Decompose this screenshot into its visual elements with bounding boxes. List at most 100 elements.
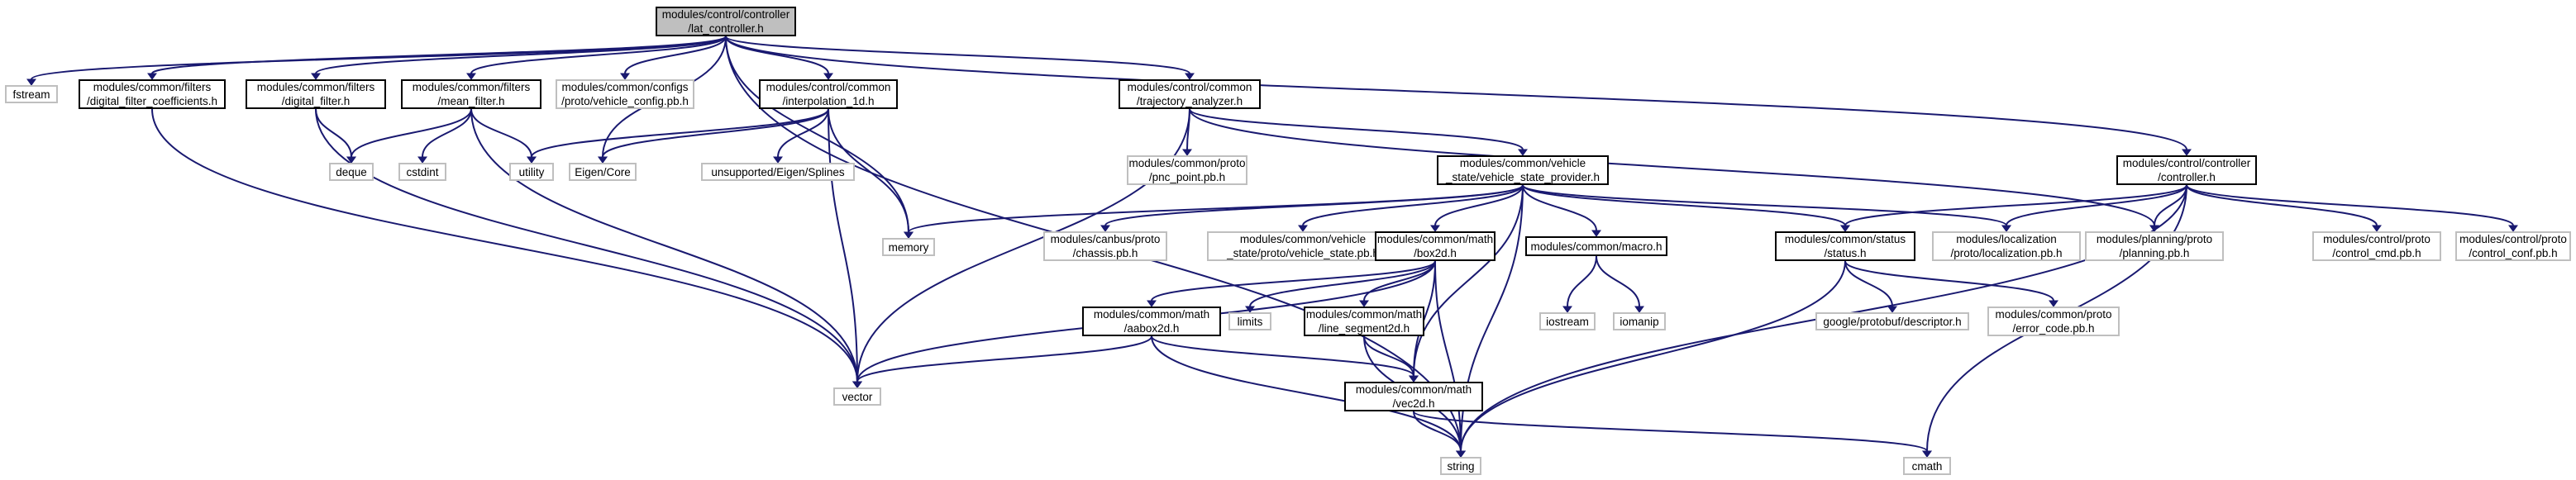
edge-arrowhead — [1922, 450, 1932, 458]
node-chassis-pb[interactable]: modules/canbus/proto/chassis.pb.h — [1043, 231, 1167, 261]
edge-arrowhead — [2001, 225, 2011, 232]
node-lat-controller[interactable]: modules/control/controller/lat_controlle… — [656, 7, 796, 36]
edge-lat_controller-to-mean_filter — [470, 36, 727, 74]
edge-box2d-to-string — [1434, 260, 1462, 452]
node-control-conf-pb[interactable]: modules/control/proto/control_conf.pb.h — [2455, 231, 2571, 261]
node-aabox2d[interactable]: modules/common/math/aabox2d.h — [1082, 307, 1221, 336]
node-planning-pb[interactable]: modules/planning/proto/planning.pb.h — [2085, 231, 2224, 261]
node-localization-pb[interactable]: modules/localization/proto/localization.… — [1932, 231, 2081, 261]
edge-lat_controller-to-digital_filter_coefficients — [151, 36, 727, 74]
node-macro[interactable]: modules/common/macro.h — [1525, 236, 1667, 256]
edge-interpolation_1d-to-eigen_splines — [777, 108, 829, 158]
node-eigen-core[interactable]: Eigen/Core — [569, 163, 637, 181]
edge-controller-to-localization_pb — [2006, 184, 2187, 226]
edge-vec2d-to-cmath — [1413, 411, 1928, 452]
edge-arrowhead — [1430, 225, 1440, 232]
node-digital-filter[interactable]: modules/common/filters/digital_filter.h — [246, 79, 386, 109]
edge-vehicle_state_provider-to-chassis_pb — [1104, 184, 1524, 226]
edge-vehicle_state_provider-to-vec2d — [1413, 184, 1524, 377]
edge-aabox2d-to-vec2d — [1151, 335, 1414, 377]
edge-controller-to-control_conf_pb — [2186, 184, 2514, 226]
edge-vehicle_state_provider-to-memory — [908, 184, 1524, 233]
node-iostream[interactable]: iostream — [1539, 312, 1596, 330]
edge-vehicle_state_provider-to-box2d — [1434, 184, 1524, 226]
edge-arrowhead — [147, 73, 157, 80]
node-iomanip[interactable]: iomanip — [1613, 312, 1666, 330]
node-controller[interactable]: modules/control/controller/controller.h — [2116, 155, 2257, 185]
node-interpolation-1d[interactable]: modules/control/common/interpolation_1d.… — [759, 79, 898, 109]
node-vehicle-config-pb[interactable]: modules/common/configs/proto/vehicle_con… — [556, 79, 694, 109]
edge-status-to-descriptor — [1844, 260, 1893, 307]
edge-arrowhead — [346, 156, 356, 164]
node-vehicle-state-provider[interactable]: modules/common/vehicle_state/vehicle_sta… — [1437, 155, 1609, 185]
edge-arrowhead — [904, 231, 914, 239]
edge-arrowhead — [466, 73, 476, 80]
edge-vehicle_state_provider-to-vehicle_state_pb — [1302, 184, 1524, 226]
edge-lat_controller-to-digital_filter — [315, 36, 727, 74]
edge-arrowhead — [1185, 73, 1195, 80]
edge-aabox2d-to-string — [1151, 335, 1462, 452]
edge-arrowhead — [823, 73, 833, 80]
node-fstream[interactable]: fstream — [5, 85, 58, 103]
node-trajectory-analyzer[interactable]: modules/control/common/trajectory_analyz… — [1119, 79, 1261, 109]
node-memory[interactable]: memory — [882, 238, 935, 256]
edge-arrowhead — [773, 156, 783, 164]
edge-digital_filter_coefficients-to-vector — [151, 108, 858, 383]
node-status[interactable]: modules/common/status/status.h — [1775, 231, 1915, 261]
edge-box2d-to-limits — [1249, 260, 1436, 307]
edge-arrowhead — [2182, 149, 2192, 156]
edge-arrowhead — [1591, 230, 1601, 237]
edge-macro-to-iomanip — [1596, 255, 1640, 307]
node-vector[interactable]: vector — [833, 387, 881, 406]
edge-lat_controller-to-controller — [725, 36, 2187, 150]
node-limits[interactable]: limits — [1228, 312, 1271, 330]
node-line-segment2d[interactable]: modules/common/math/line_segment2d.h — [1304, 307, 1424, 336]
node-deque[interactable]: deque — [329, 163, 374, 181]
edge-vec2d-to-string — [1413, 411, 1462, 452]
edge-arrowhead — [1456, 450, 1466, 458]
edge-status-to-string — [1460, 260, 1846, 452]
edge-arrowhead — [311, 73, 321, 80]
node-digital-filter-coefficients[interactable]: modules/common/filters/digital_filter_co… — [79, 79, 226, 109]
node-utility[interactable]: utility — [509, 163, 554, 181]
node-mean-filter[interactable]: modules/common/filters/mean_filter.h — [401, 79, 541, 109]
edge-box2d-to-aabox2d — [1151, 260, 1436, 302]
edge-controller-to-status — [1844, 184, 2187, 226]
node-vec2d[interactable]: modules/common/math/vec2d.h — [1344, 382, 1483, 411]
edge-lat_controller-to-fstream — [31, 36, 727, 80]
edge-arrowhead — [417, 156, 427, 164]
edge-arrowhead — [1359, 300, 1369, 307]
node-cstdint[interactable]: cstdint — [398, 163, 446, 181]
node-error-code-pb[interactable]: modules/common/proto/error_code.pb.h — [1987, 307, 2120, 336]
edge-arrowhead — [2508, 225, 2518, 232]
edge-line_segment2d-to-vec2d — [1363, 335, 1414, 377]
edge-interpolation_1d-to-memory — [828, 108, 909, 233]
node-string[interactable]: string — [1440, 457, 1481, 475]
edge-arrowhead — [26, 78, 36, 86]
node-cmath[interactable]: cmath — [1903, 457, 1951, 475]
edge-arrowhead — [2372, 225, 2382, 232]
edge-arrowhead — [620, 73, 630, 80]
edge-vehicle_state_provider-to-status — [1522, 184, 1846, 226]
edge-lat_controller-to-memory — [725, 36, 909, 233]
node-pnc-point-pb[interactable]: modules/common/proto/pnc_point.pb.h — [1127, 155, 1247, 185]
node-vehicle-state-pb[interactable]: modules/common/vehicle_state/proto/vehic… — [1207, 231, 1399, 261]
edge-arrowhead — [2049, 300, 2058, 307]
edge-arrowhead — [1562, 306, 1572, 313]
edge-arrowhead — [1100, 225, 1110, 232]
edge-arrowhead — [527, 156, 537, 164]
edge-aabox2d-to-vector — [856, 335, 1152, 383]
node-descriptor[interactable]: google/protobuf/descriptor.h — [1815, 312, 1969, 330]
edge-mean_filter-to-deque — [351, 108, 472, 158]
edge-vehicle_state_provider-to-localization_pb — [1522, 184, 2007, 226]
edge-mean_filter-to-cstdint — [422, 108, 472, 158]
edge-arrowhead — [1518, 149, 1528, 156]
edge-controller-to-control_cmd_pb — [2186, 184, 2378, 226]
node-control-cmd-pb[interactable]: modules/control/proto/control_cmd.pb.h — [2312, 231, 2441, 261]
edge-lat_controller-to-vehicle_config_pb — [624, 36, 727, 74]
node-eigen-splines[interactable]: unsupported/Eigen/Splines — [701, 163, 855, 181]
edge-mean_filter-to-vector — [470, 108, 858, 383]
node-box2d[interactable]: modules/common/math/box2d.h — [1375, 231, 1496, 261]
edge-arrowhead — [1409, 375, 1419, 383]
